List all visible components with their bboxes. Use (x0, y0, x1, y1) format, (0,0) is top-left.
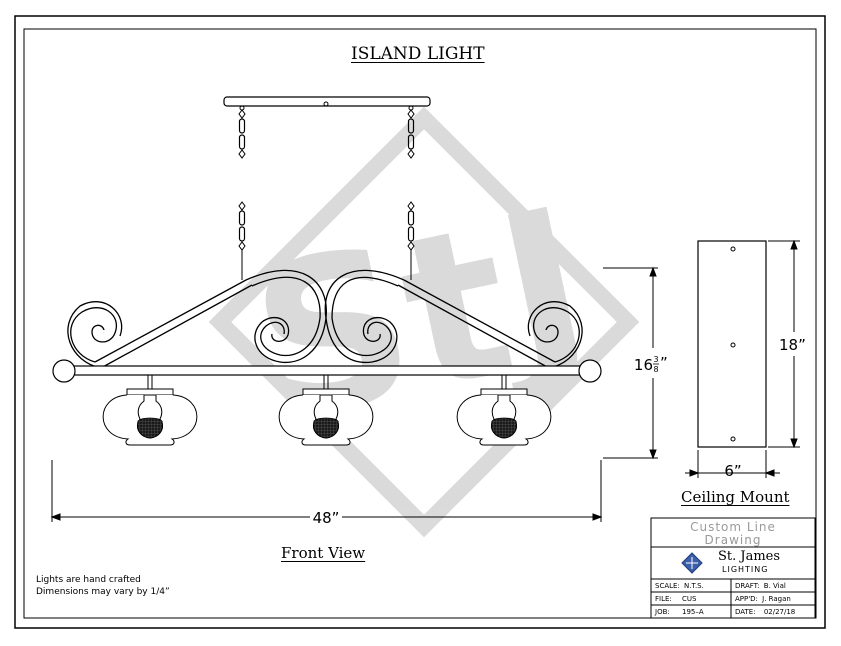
drawing-title: ISLAND LIGHT (351, 44, 485, 64)
note-hand-crafted: Lights are hand crafted (36, 575, 141, 585)
width-dimension (50, 460, 603, 522)
title-block-row-scale: SCALE: N.T.S. (655, 582, 704, 590)
date-value: 02/27/18 (763, 608, 796, 616)
mount-height-label: 18” (779, 336, 806, 354)
height-dimension-den: 8 (653, 365, 658, 374)
draft-label: DRAFT: (735, 582, 760, 590)
mount-width-dimension (685, 450, 780, 478)
pendant-left (102, 374, 198, 446)
scale-value: N.T.S. (684, 582, 704, 590)
height-dimension-num: 3 (653, 355, 658, 364)
scale-label: SCALE: (655, 582, 680, 590)
mount-width-label: 6” (724, 462, 741, 480)
company-name: St. James (718, 549, 781, 564)
front-view-label: Front View (281, 544, 366, 562)
file-value: CUS (682, 595, 697, 603)
title-block-row-date: DATE: 02/27/18 (735, 608, 795, 616)
height-dimension-mark: ” (660, 354, 668, 372)
title-block-heading-line2: Drawing (704, 533, 762, 547)
ceiling-mount-plate (697, 240, 767, 448)
height-dimension-whole: 16 (634, 356, 653, 374)
inner-border (23, 28, 817, 619)
title-block-heading-line1: Custom Line (690, 520, 776, 534)
width-dimension-label: 48” (313, 509, 340, 527)
job-value: 195–A (681, 608, 704, 616)
title-block-row-job: JOB: 195–A (655, 608, 704, 616)
draft-value: B. Vial (763, 582, 786, 590)
ceiling-mount-label: Ceiling Mount (681, 488, 790, 506)
title-block-row-draft: DRAFT: B. Vial (735, 582, 786, 590)
approved-value: J. Ragan (762, 595, 791, 603)
company-logo (681, 552, 703, 574)
note-dimensions-vary: Dimensions may vary by 1/4” (36, 587, 170, 597)
height-dimension (603, 266, 658, 460)
scroll-frame (67, 269, 583, 369)
lower-chain-right (407, 201, 415, 280)
watermark: StJ (208, 106, 640, 538)
upper-chain-left (238, 109, 246, 159)
main-bar (52, 359, 602, 383)
mount-height-dimension (768, 239, 800, 449)
approved-label: APP'D: (735, 595, 758, 603)
outer-border (14, 15, 826, 629)
job-label: JOB: (655, 608, 670, 616)
title-block-row-file: FILE: CUS (655, 595, 696, 603)
title-block (650, 517, 816, 619)
date-label: DATE: (735, 608, 756, 616)
canopy (223, 96, 431, 111)
title-block-row-approved: APP'D: J. Ragan (735, 595, 791, 603)
lower-chain-left (238, 201, 246, 280)
file-label: FILE: (655, 595, 672, 603)
company-subtitle: LIGHTING (722, 565, 769, 574)
